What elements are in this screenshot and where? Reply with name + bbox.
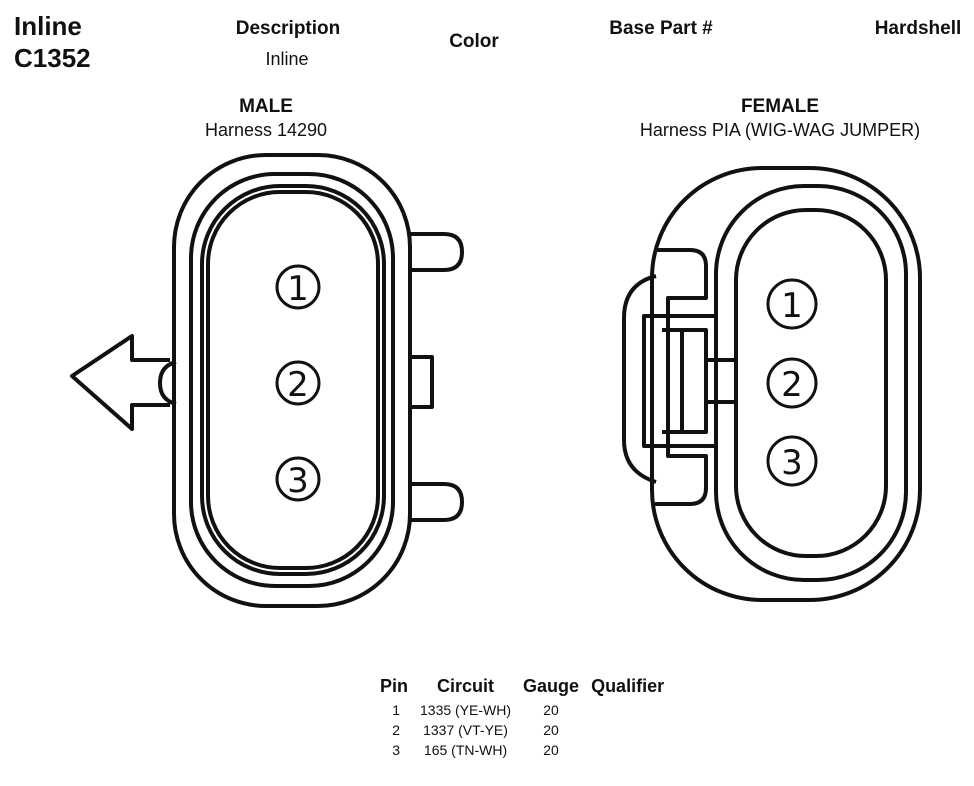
color-label: Color: [449, 31, 499, 52]
circuit-column-header: Circuit: [437, 676, 495, 696]
female-connector-drawing: [622, 166, 922, 602]
female-title: FEMALE: [740, 96, 820, 117]
pin-column-header: Pin: [380, 676, 409, 696]
table-row: 3 165 (TN-WH) 20: [374, 739, 670, 759]
table-row: 1 1335 (YE-WH) 20: [374, 699, 670, 719]
description-value: Inline: [265, 49, 309, 69]
male-pin-3: 3: [275, 456, 321, 502]
female-pin-1-label: 1: [781, 286, 803, 326]
male-pin-2: 2: [275, 360, 321, 406]
gauge-cell: 20: [543, 742, 559, 758]
gauge-cell: 20: [543, 702, 559, 718]
qualifier-column-header: Qualifier: [591, 676, 665, 696]
male-pin-cavities: 1 2 3: [275, 264, 321, 502]
qualifier-cell: [585, 699, 670, 719]
female-pin-1: 1: [766, 278, 818, 330]
male-upper-tab: [408, 232, 464, 272]
female-pin-3-label: 3: [781, 443, 803, 483]
female-pin-2-label: 2: [781, 365, 803, 405]
hardshell-label: Hardshell: [874, 18, 962, 39]
female-pin-2: 2: [766, 357, 818, 409]
circuit-cell: 165 (TN-WH): [423, 742, 508, 758]
circuit-cell: 1335 (YE-WH): [420, 702, 512, 718]
female-pin-3: 3: [766, 435, 818, 487]
male-title: MALE: [239, 96, 293, 117]
connector-id-title: C1352: [14, 43, 91, 73]
male-middle-tab: [408, 355, 434, 409]
male-harness-label: Harness 14290: [204, 120, 328, 140]
male-connector-drawing: [70, 153, 464, 608]
qualifier-cell: [585, 719, 670, 739]
male-lower-tab: [408, 482, 464, 522]
female-harness-label: Harness PIA (WIG-WAG JUMPER): [639, 120, 921, 140]
gauge-cell: 20: [543, 722, 559, 738]
circuit-cell: 1337 (VT-YE): [423, 722, 508, 738]
connector-type-title: Inline: [14, 11, 82, 41]
table-row: 2 1337 (VT-YE) 20: [374, 719, 670, 739]
male-pin-1-label: 1: [287, 269, 309, 309]
male-pin-1: 1: [275, 264, 321, 310]
pin-cell: 3: [392, 742, 401, 758]
male-pin-3-label: 3: [287, 461, 309, 501]
qualifier-cell: [585, 739, 670, 759]
male-pin-2-label: 2: [287, 365, 309, 405]
pin-cell: 1: [392, 702, 401, 718]
mating-direction-arrow-icon: [70, 334, 170, 431]
base-part-label: Base Part #: [609, 18, 713, 39]
female-pin-cavities: 1 2 3: [766, 278, 818, 487]
gauge-column-header: Gauge: [523, 676, 580, 696]
pin-table-header-row: Pin Circuit Gauge Qualifier: [374, 676, 670, 699]
description-label: Description: [235, 18, 341, 39]
pin-circuit-table: Pin Circuit Gauge Qualifier 1 1335 (YE-W…: [374, 676, 670, 759]
pin-cell: 2: [392, 722, 401, 738]
